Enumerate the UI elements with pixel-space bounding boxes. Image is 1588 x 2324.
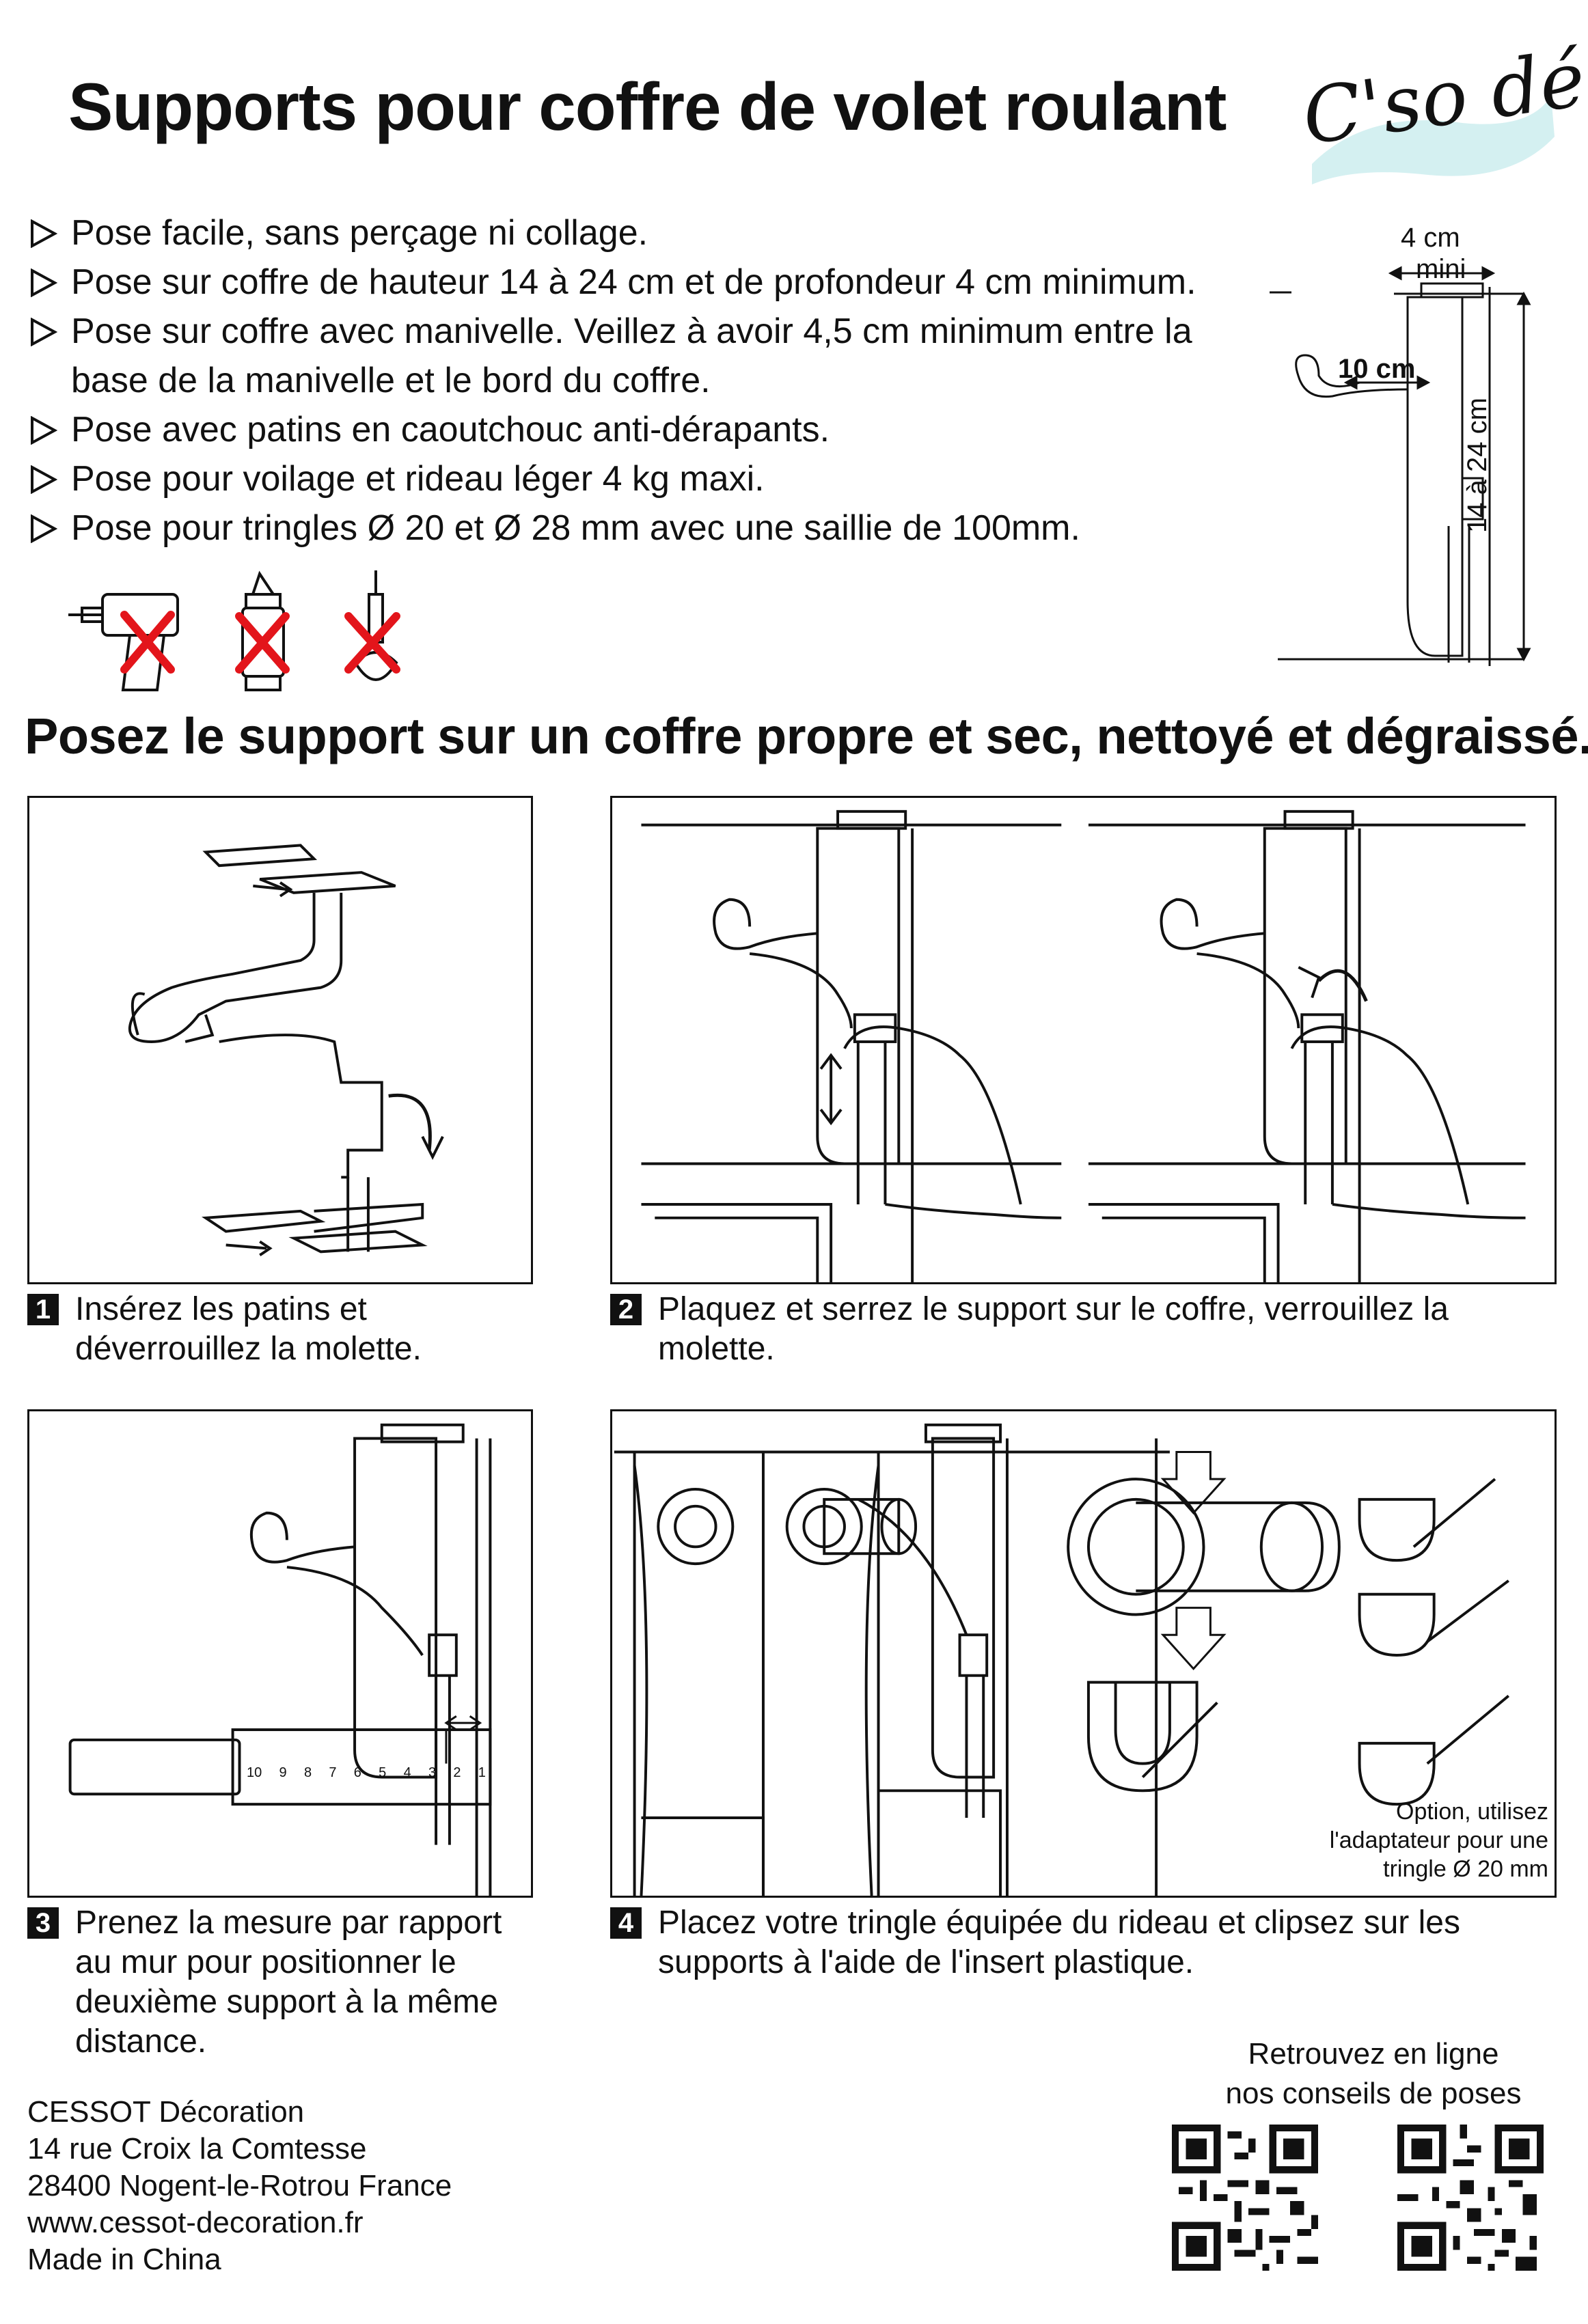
glue-tube-icon [241,570,285,691]
step-text: Insérez les patins et déverrouillez la m… [75,1291,422,1367]
ruler-tick-label: 9 [279,1765,287,1780]
feature-list: Pose facile, sans perçage ni collage. Po… [27,208,1285,553]
dimension-diagram: 4 cm mini 10 cm 14 à 24 cm [1264,219,1565,683]
company-city: 28400 Nogent-le-Rotrou France [27,2169,452,2202]
ruler-tick-label: 5 [379,1765,387,1780]
option-note: Option, utilisez l'adaptateur pour une t… [1329,1799,1548,1882]
step-4-caption: 4 Placez votre tringle équipée du rideau… [610,1903,1567,1982]
forbidden-cross-icon [120,611,400,674]
step-text: Placez votre tringle équipée du rideau e… [658,1905,1460,1980]
step-number-badge: 2 [610,1294,642,1325]
headline: Posez le support sur un coffre propre et… [25,708,1588,764]
feature-item: Pose sur coffre de hauteur 14 à 24 cm et… [27,258,1285,307]
ruler-tick-label: 4 [403,1765,411,1780]
step-2-caption: 2 Plaquez et serrez le support sur le co… [610,1290,1567,1369]
ruler-tick-label: 7 [329,1765,337,1780]
step-text: Prenez la mesure par rapport au mur pour… [75,1905,502,2060]
step-4-illustration: Option, utilisez l'adaptateur pour une t… [610,1409,1557,1898]
feature-item: Pose sur coffre avec manivelle. Veillez … [27,307,1246,405]
online-tips-line1: Retrouvez en ligne [1248,2037,1499,2071]
ruler-tick-label: 2 [453,1765,461,1780]
step-3-illustration: 10 9 8 7 6 5 4 3 2 1 [27,1409,533,1898]
step-number-badge: 4 [610,1907,642,1939]
brand-logo [1312,96,1555,184]
step-number-badge: 3 [27,1907,59,1939]
step-1-caption: 1 Insérez les patins et déverrouillez la… [27,1290,547,1369]
ruler-tick-label: 6 [353,1765,361,1780]
page-title: Supports pour coffre de volet roulant [68,69,1227,144]
feature-item: Pose facile, sans perçage ni collage. [27,208,1285,258]
forbidden-tools [68,570,400,691]
online-tips-line2: nos conseils de poses [1225,2077,1522,2110]
depth-note-label: mini [1416,254,1466,284]
step-number-badge: 1 [27,1294,59,1325]
online-tips: Retrouvez en ligne nos conseils de poses [1203,2034,1544,2114]
feature-item: Pose pour tringles Ø 20 et Ø 28 mm avec … [27,503,1285,553]
step-2-illustration [610,796,1557,1284]
company-name: CESSOT Décoration [27,2095,305,2129]
depth-value-label: 4 cm [1401,223,1460,253]
company-address: CESSOT Décoration 14 rue Croix la Comtes… [27,2094,452,2278]
company-street: 14 rue Croix la Comtesse [27,2132,367,2166]
ruler-tick-label: 1 [478,1765,486,1780]
feature-item: Pose pour voilage et rideau léger 4 kg m… [27,454,1285,503]
origin-label: Made in China [27,2243,221,2276]
projection-label: 10 cm [1338,354,1416,384]
height-range-label: 14 à 24 cm [1462,398,1492,533]
ruler-tick-label: 10 [247,1765,262,1780]
company-website-link[interactable]: www.cessot-decoration.fr [27,2206,364,2239]
qr-code-icon[interactable] [1172,2125,1318,2271]
feature-item: Pose avec patins en caoutchouc anti-déra… [27,405,1285,454]
ruler-tick-label: 3 [428,1765,437,1780]
ruler-tick-label: 8 [303,1765,312,1780]
step-3-caption: 3 Prenez la mesure par rapport au mur po… [27,1903,547,2062]
step-text: Plaquez et serrez le support sur le coff… [658,1291,1449,1367]
ruler-scale: 10 9 8 7 6 5 4 3 2 1 [247,1765,486,1781]
qr-code-icon[interactable] [1397,2125,1544,2271]
drill-icon [68,593,179,691]
step-1-illustration [27,796,533,1284]
